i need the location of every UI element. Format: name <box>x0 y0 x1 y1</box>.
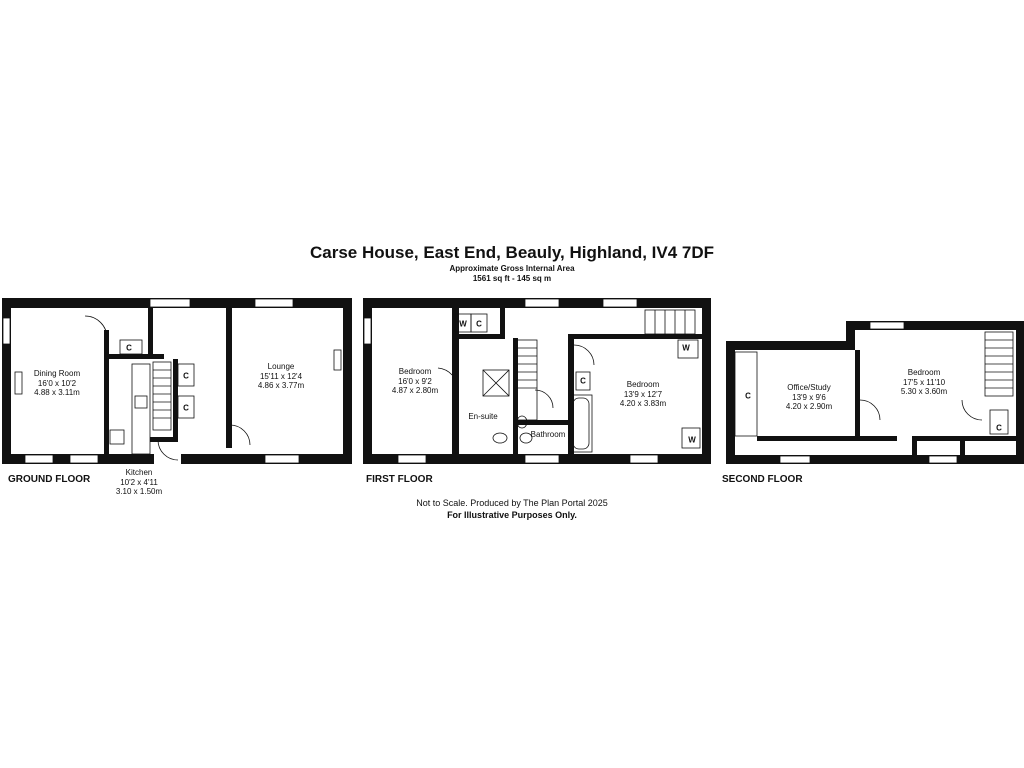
room-imperial: 16'0 x 10'2 <box>37 378 77 388</box>
cupboard-symbol: C <box>126 344 132 353</box>
disclaimer-scale: Not to Scale. Produced by The Plan Porta… <box>416 498 608 508</box>
room-name: Office/Study <box>787 383 831 392</box>
room-metric: 4.20 x 2.90m <box>785 402 833 411</box>
room-ensuite: En-suite <box>458 412 508 422</box>
first-floor-label: FIRST FLOOR <box>366 474 433 485</box>
wardrobe-symbol: W <box>688 436 696 445</box>
room-imperial: 13'9 x 9'6 <box>792 392 826 402</box>
fixtures <box>14 309 1014 461</box>
ground-floor-label: GROUND FLOOR <box>8 474 91 485</box>
cupboard-symbol: C <box>745 392 751 401</box>
room-imperial: 13'9 x 12'7 <box>623 389 663 399</box>
cupboard-symbol: C <box>183 404 189 413</box>
room-imperial: 16'0 x 9'2 <box>398 376 432 386</box>
room-name: Kitchen <box>125 468 153 477</box>
room-bedroom-3: Bedroom 17'5 x 11'10 5.30 x 3.60m <box>889 368 959 397</box>
room-kitchen: Kitchen 10'2 x 4'11 3.10 x 1.50m <box>104 468 174 497</box>
room-metric: 4.20 x 3.83m <box>619 399 667 408</box>
second-floor-label: SECOND FLOOR <box>722 474 803 485</box>
area-label: Approximate Gross Internal Area <box>449 264 575 273</box>
room-metric: 4.87 x 2.80m <box>391 386 439 395</box>
room-bathroom: Bathroom <box>523 430 573 440</box>
room-metric: 5.30 x 3.60m <box>900 387 948 396</box>
room-imperial: 15'11 x 12'4 <box>259 371 303 381</box>
room-name: Dining Room <box>33 369 81 378</box>
cupboard-symbol: C <box>476 320 482 329</box>
room-metric: 3.10 x 1.50m <box>115 487 163 496</box>
area-value: 1561 sq ft - 145 sq m <box>472 274 552 283</box>
room-name: Bedroom <box>907 368 941 377</box>
room-lounge: Lounge 15'11 x 12'4 4.86 x 3.77m <box>246 362 316 391</box>
room-bedroom-2: Bedroom 13'9 x 12'7 4.20 x 3.83m <box>608 380 678 409</box>
room-name: Lounge <box>267 362 295 371</box>
room-metric: 4.86 x 3.77m <box>257 381 305 390</box>
room-name: Bedroom <box>626 380 660 389</box>
room-imperial: 10'2 x 4'11 <box>120 477 158 487</box>
room-metric: 4.88 x 3.11m <box>34 388 80 397</box>
cupboard-symbol: C <box>996 424 1002 433</box>
room-name: Bedroom <box>398 367 432 376</box>
storage-symbols: C C C W C C W W C C <box>126 320 1002 445</box>
disclaimer-illustrative: For Illustrative Purposes Only. <box>447 510 577 520</box>
room-imperial: 17'5 x 11'10 <box>902 377 946 387</box>
cupboard-symbol: C <box>183 372 189 381</box>
property-title: Carse House, East End, Beauly, Highland,… <box>309 243 714 262</box>
room-name: En-suite <box>468 412 498 421</box>
wardrobe-symbol: W <box>459 320 467 329</box>
room-office-study: Office/Study 13'9 x 9'6 4.20 x 2.90m <box>772 383 846 412</box>
room-bedroom-1: Bedroom 16'0 x 9'2 4.87 x 2.80m <box>380 367 450 396</box>
room-dining: Dining Room 16'0 x 10'2 4.88 x 3.11m <box>22 369 92 398</box>
room-name: Bathroom <box>530 430 566 439</box>
cupboard-symbol: C <box>580 377 586 386</box>
second-floor-walls <box>726 321 1024 464</box>
wardrobe-symbol: W <box>682 344 690 353</box>
windows <box>2 298 958 464</box>
